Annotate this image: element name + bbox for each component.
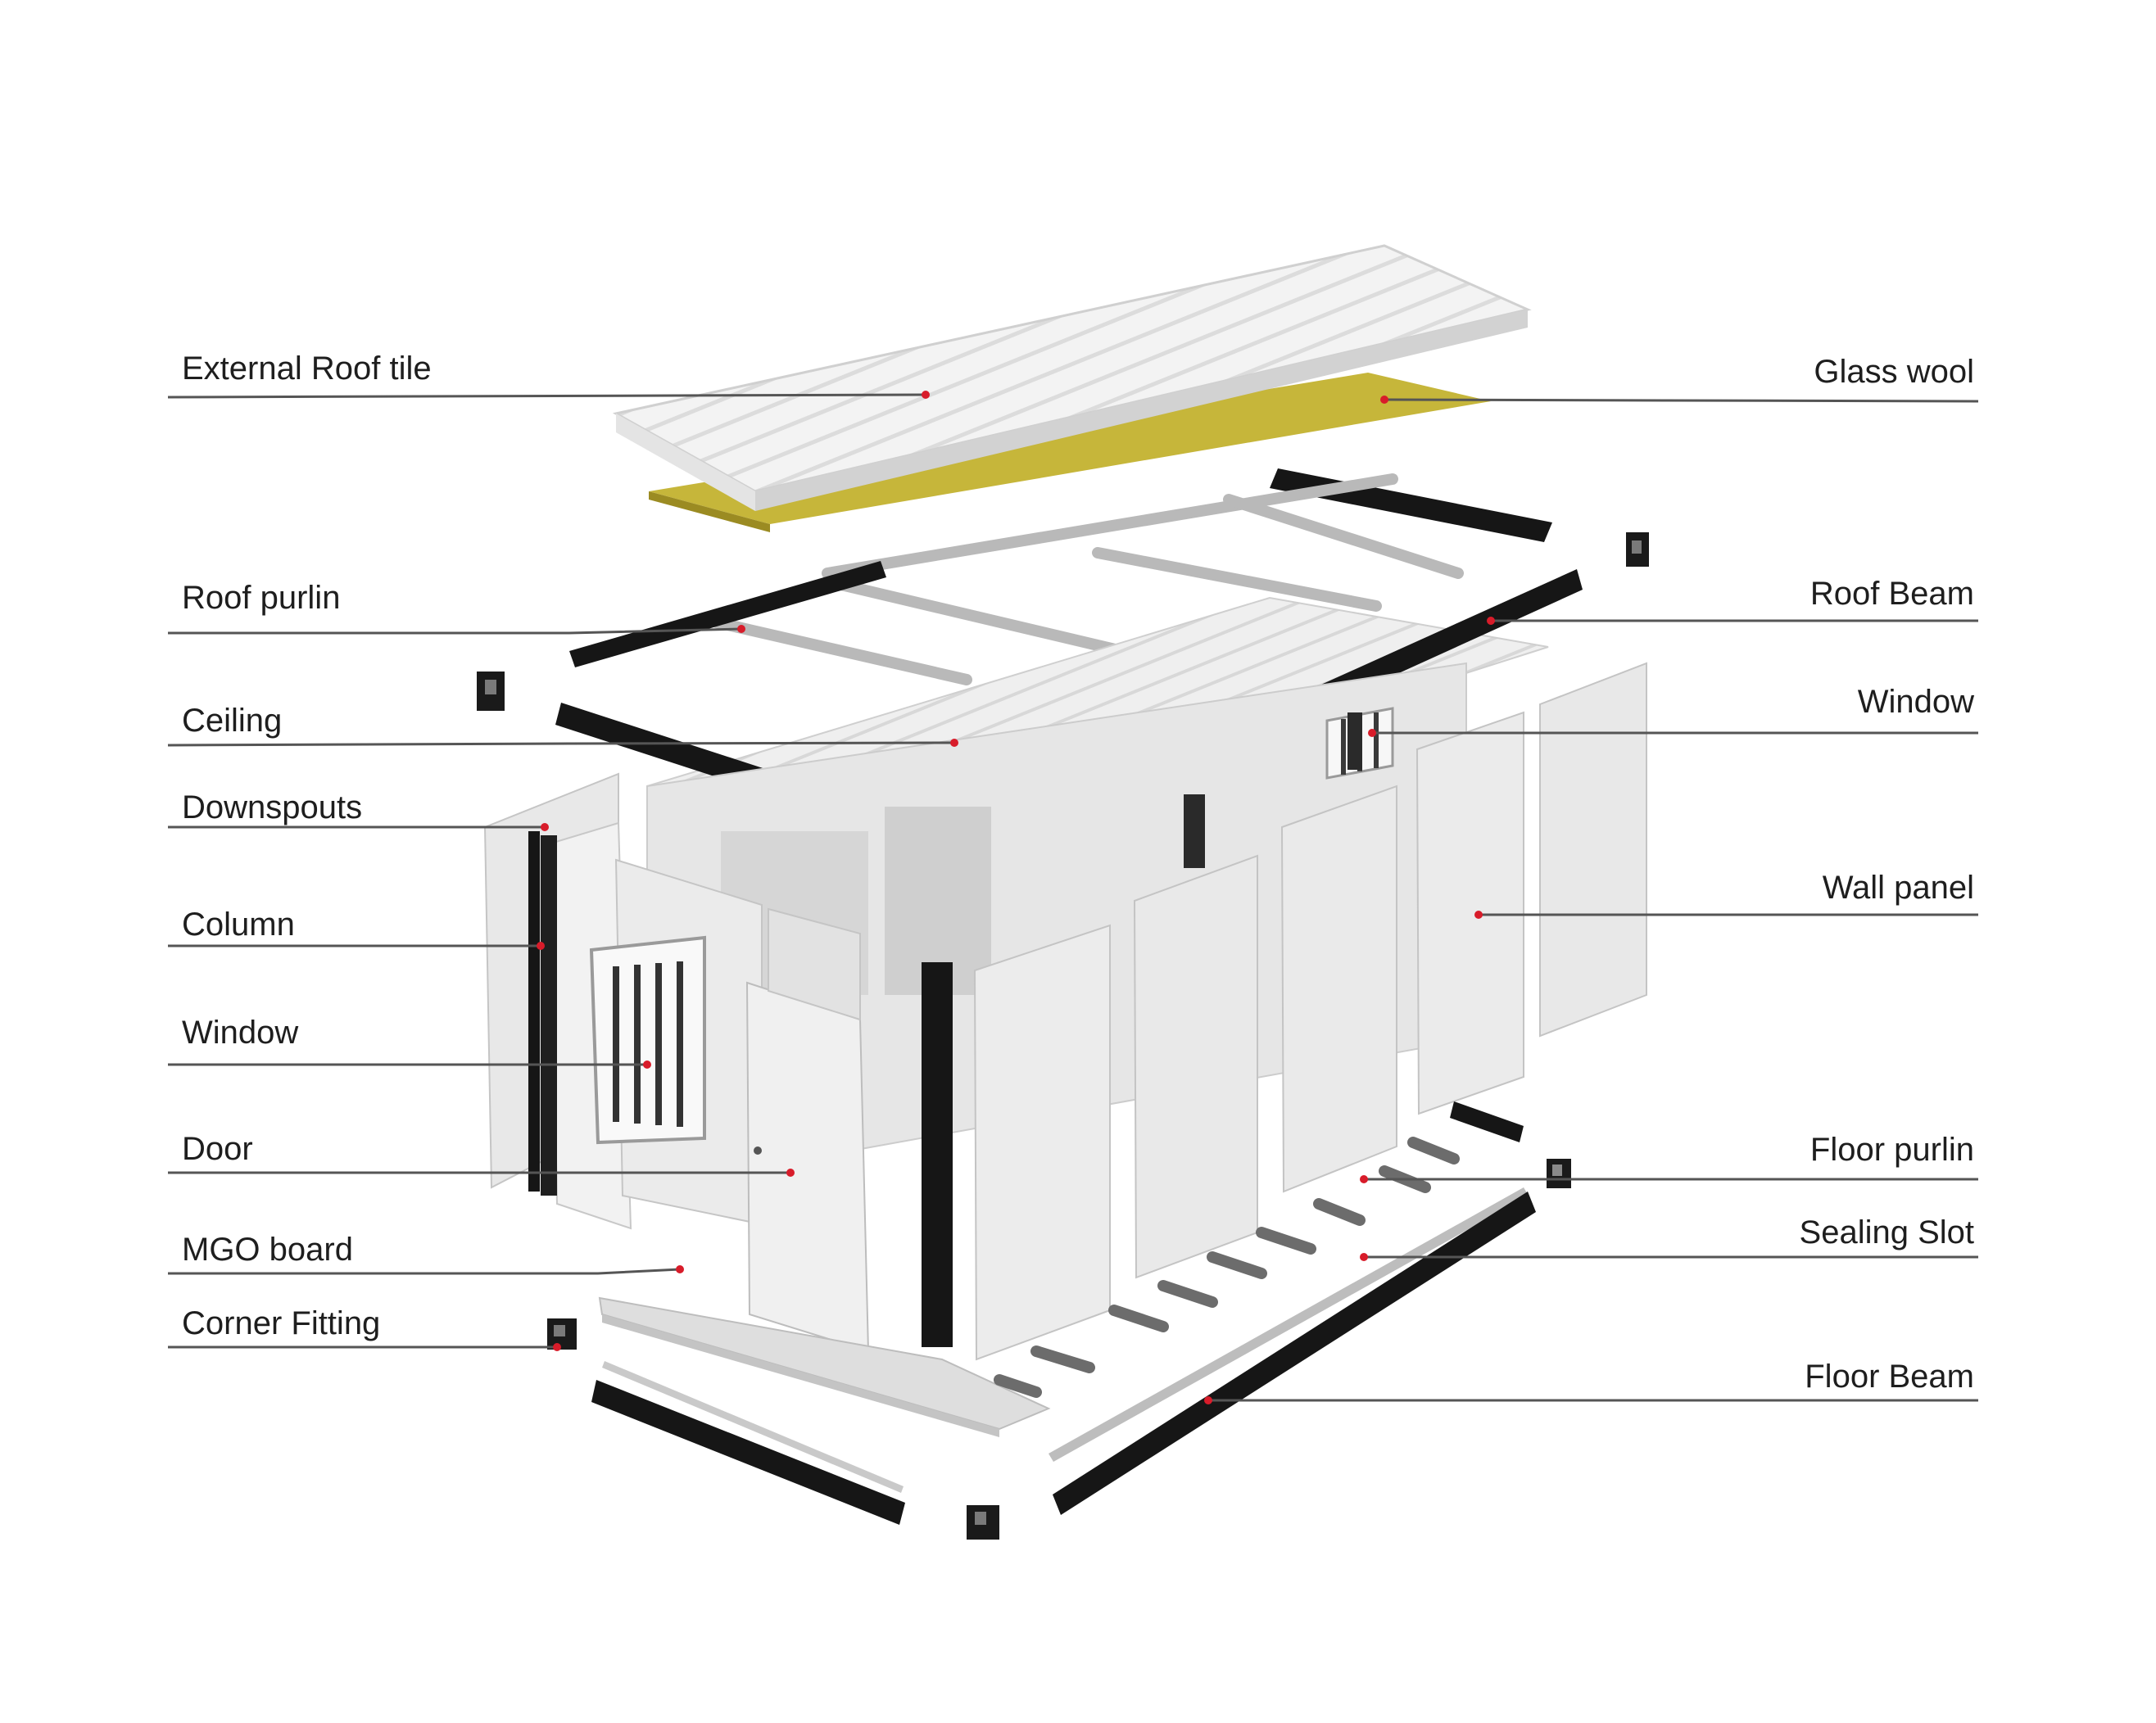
label-corner-fitting: Corner Fitting xyxy=(182,1305,380,1341)
marker-roof-beam xyxy=(1487,617,1495,625)
label-floor-beam: Floor Beam xyxy=(1805,1359,1974,1395)
label-ceiling: Ceiling xyxy=(182,703,282,739)
label-window-right: Window xyxy=(1858,684,1974,720)
door-panel xyxy=(745,981,870,1353)
corner-fitting-top-back xyxy=(1626,532,1649,567)
roof-purlin-beam xyxy=(569,561,886,667)
label-door: Door xyxy=(182,1131,253,1167)
wall-panel-1 xyxy=(973,924,1111,1361)
marker-external-roof-tile xyxy=(922,391,930,399)
corner-fitting-top-left xyxy=(477,672,505,711)
marker-column xyxy=(537,942,545,950)
marker-mgo-board xyxy=(676,1265,684,1273)
corner-fitting-floor-right xyxy=(1547,1159,1571,1188)
leader-lines xyxy=(167,393,1979,1402)
window-left-frame xyxy=(589,935,706,1145)
floor-beam-back xyxy=(1450,1101,1524,1142)
marker-floor-beam xyxy=(1204,1396,1212,1404)
labels-left: External Roof tile Roof purlin Ceiling D… xyxy=(182,350,432,1341)
corner-fitting-floor-front xyxy=(967,1505,999,1540)
label-sealing-slot: Sealing Slot xyxy=(1800,1214,1974,1250)
marker-glass-wool xyxy=(1380,396,1388,404)
marker-door xyxy=(786,1169,795,1177)
column-front xyxy=(922,962,953,1347)
marker-wall-panel xyxy=(1474,911,1483,919)
label-external-roof-tile: External Roof tile xyxy=(182,350,432,387)
floor-beam-right xyxy=(1053,1192,1536,1515)
labels-right: Glass wool Roof Beam Window Wall panel F… xyxy=(1800,354,1975,1395)
marker-window-left xyxy=(643,1060,651,1069)
label-glass-wool: Glass wool xyxy=(1814,354,1974,390)
column-left xyxy=(541,835,557,1196)
wall-panel-4 xyxy=(1415,711,1524,1115)
sealing-slot-strip xyxy=(1049,1187,1529,1462)
label-roof-purlin: Roof purlin xyxy=(182,580,340,616)
label-mgo-board: MGO board xyxy=(182,1232,353,1268)
marker-sealing-slot xyxy=(1360,1253,1368,1261)
marker-dots xyxy=(537,391,1495,1404)
downspout xyxy=(528,831,540,1192)
wall-panel-5 xyxy=(1539,662,1647,1038)
marker-window-right xyxy=(1368,729,1376,737)
floor-beam-front xyxy=(591,1380,905,1525)
floor-purlins xyxy=(994,1137,1460,1398)
label-window-left: Window xyxy=(182,1015,298,1051)
walls xyxy=(483,662,1647,1361)
label-floor-purlin: Floor purlin xyxy=(1810,1132,1974,1168)
roof-purlins xyxy=(711,473,1464,694)
wall-panel-2 xyxy=(1133,854,1258,1279)
external-roof-tile-sheet xyxy=(612,244,1532,511)
marker-downspouts xyxy=(541,823,549,831)
marker-ceiling xyxy=(950,739,958,747)
marker-floor-purlin xyxy=(1360,1175,1368,1183)
label-downspouts: Downspouts xyxy=(182,789,362,825)
marker-corner-fitting xyxy=(553,1343,561,1351)
roof-assembly xyxy=(477,244,1649,711)
wall-panel-3 xyxy=(1280,785,1397,1193)
label-wall-panel: Wall panel xyxy=(1823,870,1974,906)
label-roof-beam: Roof Beam xyxy=(1810,576,1974,612)
corner-fitting-floor-left xyxy=(547,1318,577,1350)
label-column: Column xyxy=(182,907,295,943)
marker-roof-purlin xyxy=(737,625,745,633)
mgo-board-sheet xyxy=(598,1296,1051,1431)
